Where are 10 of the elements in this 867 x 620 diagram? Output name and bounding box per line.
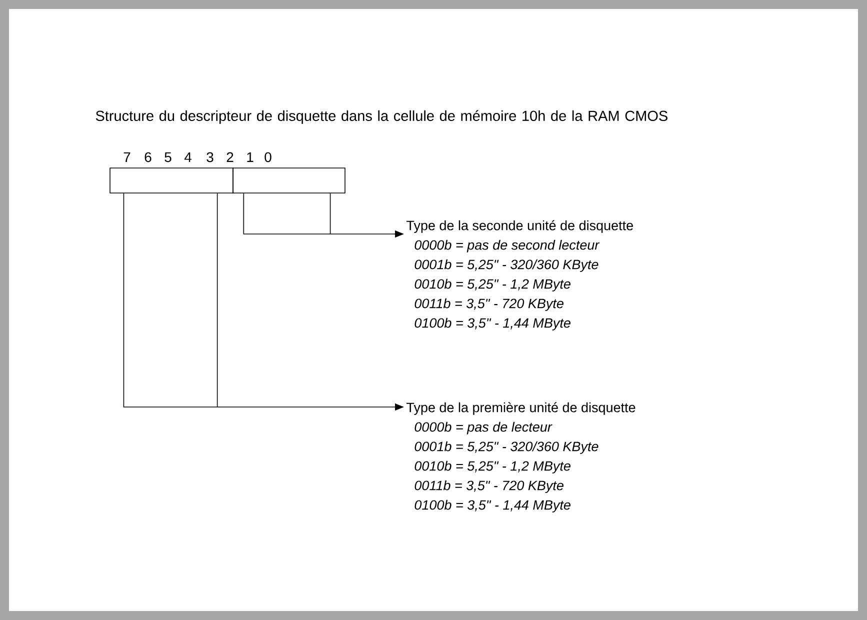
description-text: Type de la première unité de disquette 0000b = pas de lecteur 0001b = 5,25" - 320/360 KByte 0010b = 5,25" - 1,2 MByte 0011b = 3,5" - 720 KByte 0100b = 3,5" - 1,44 MByte <box>406 402 636 512</box>
title: Structure du descripteur de disquette dans la cellule de mémoire 10h de la RAM CMOS <box>96 110 668 124</box>
bit-number: 3 <box>206 152 214 162</box>
bit-number: 1 <box>247 152 254 162</box>
register-field <box>110 168 234 194</box>
bit-number: 2 <box>226 152 234 162</box>
register-field <box>232 168 346 194</box>
description-text: Type de la seconde unité de disquette 0000b = pas de second lecteur 0001b = 5,25" - 320/360 KByte 0010b = 5,25" - 1,2 MByte 0011b = 3,5" - 720 KByte 0100b = 3,5" - 1,44 MByte <box>406 220 633 330</box>
bit-number: 0 <box>264 152 272 162</box>
bit-number: 4 <box>184 152 192 162</box>
